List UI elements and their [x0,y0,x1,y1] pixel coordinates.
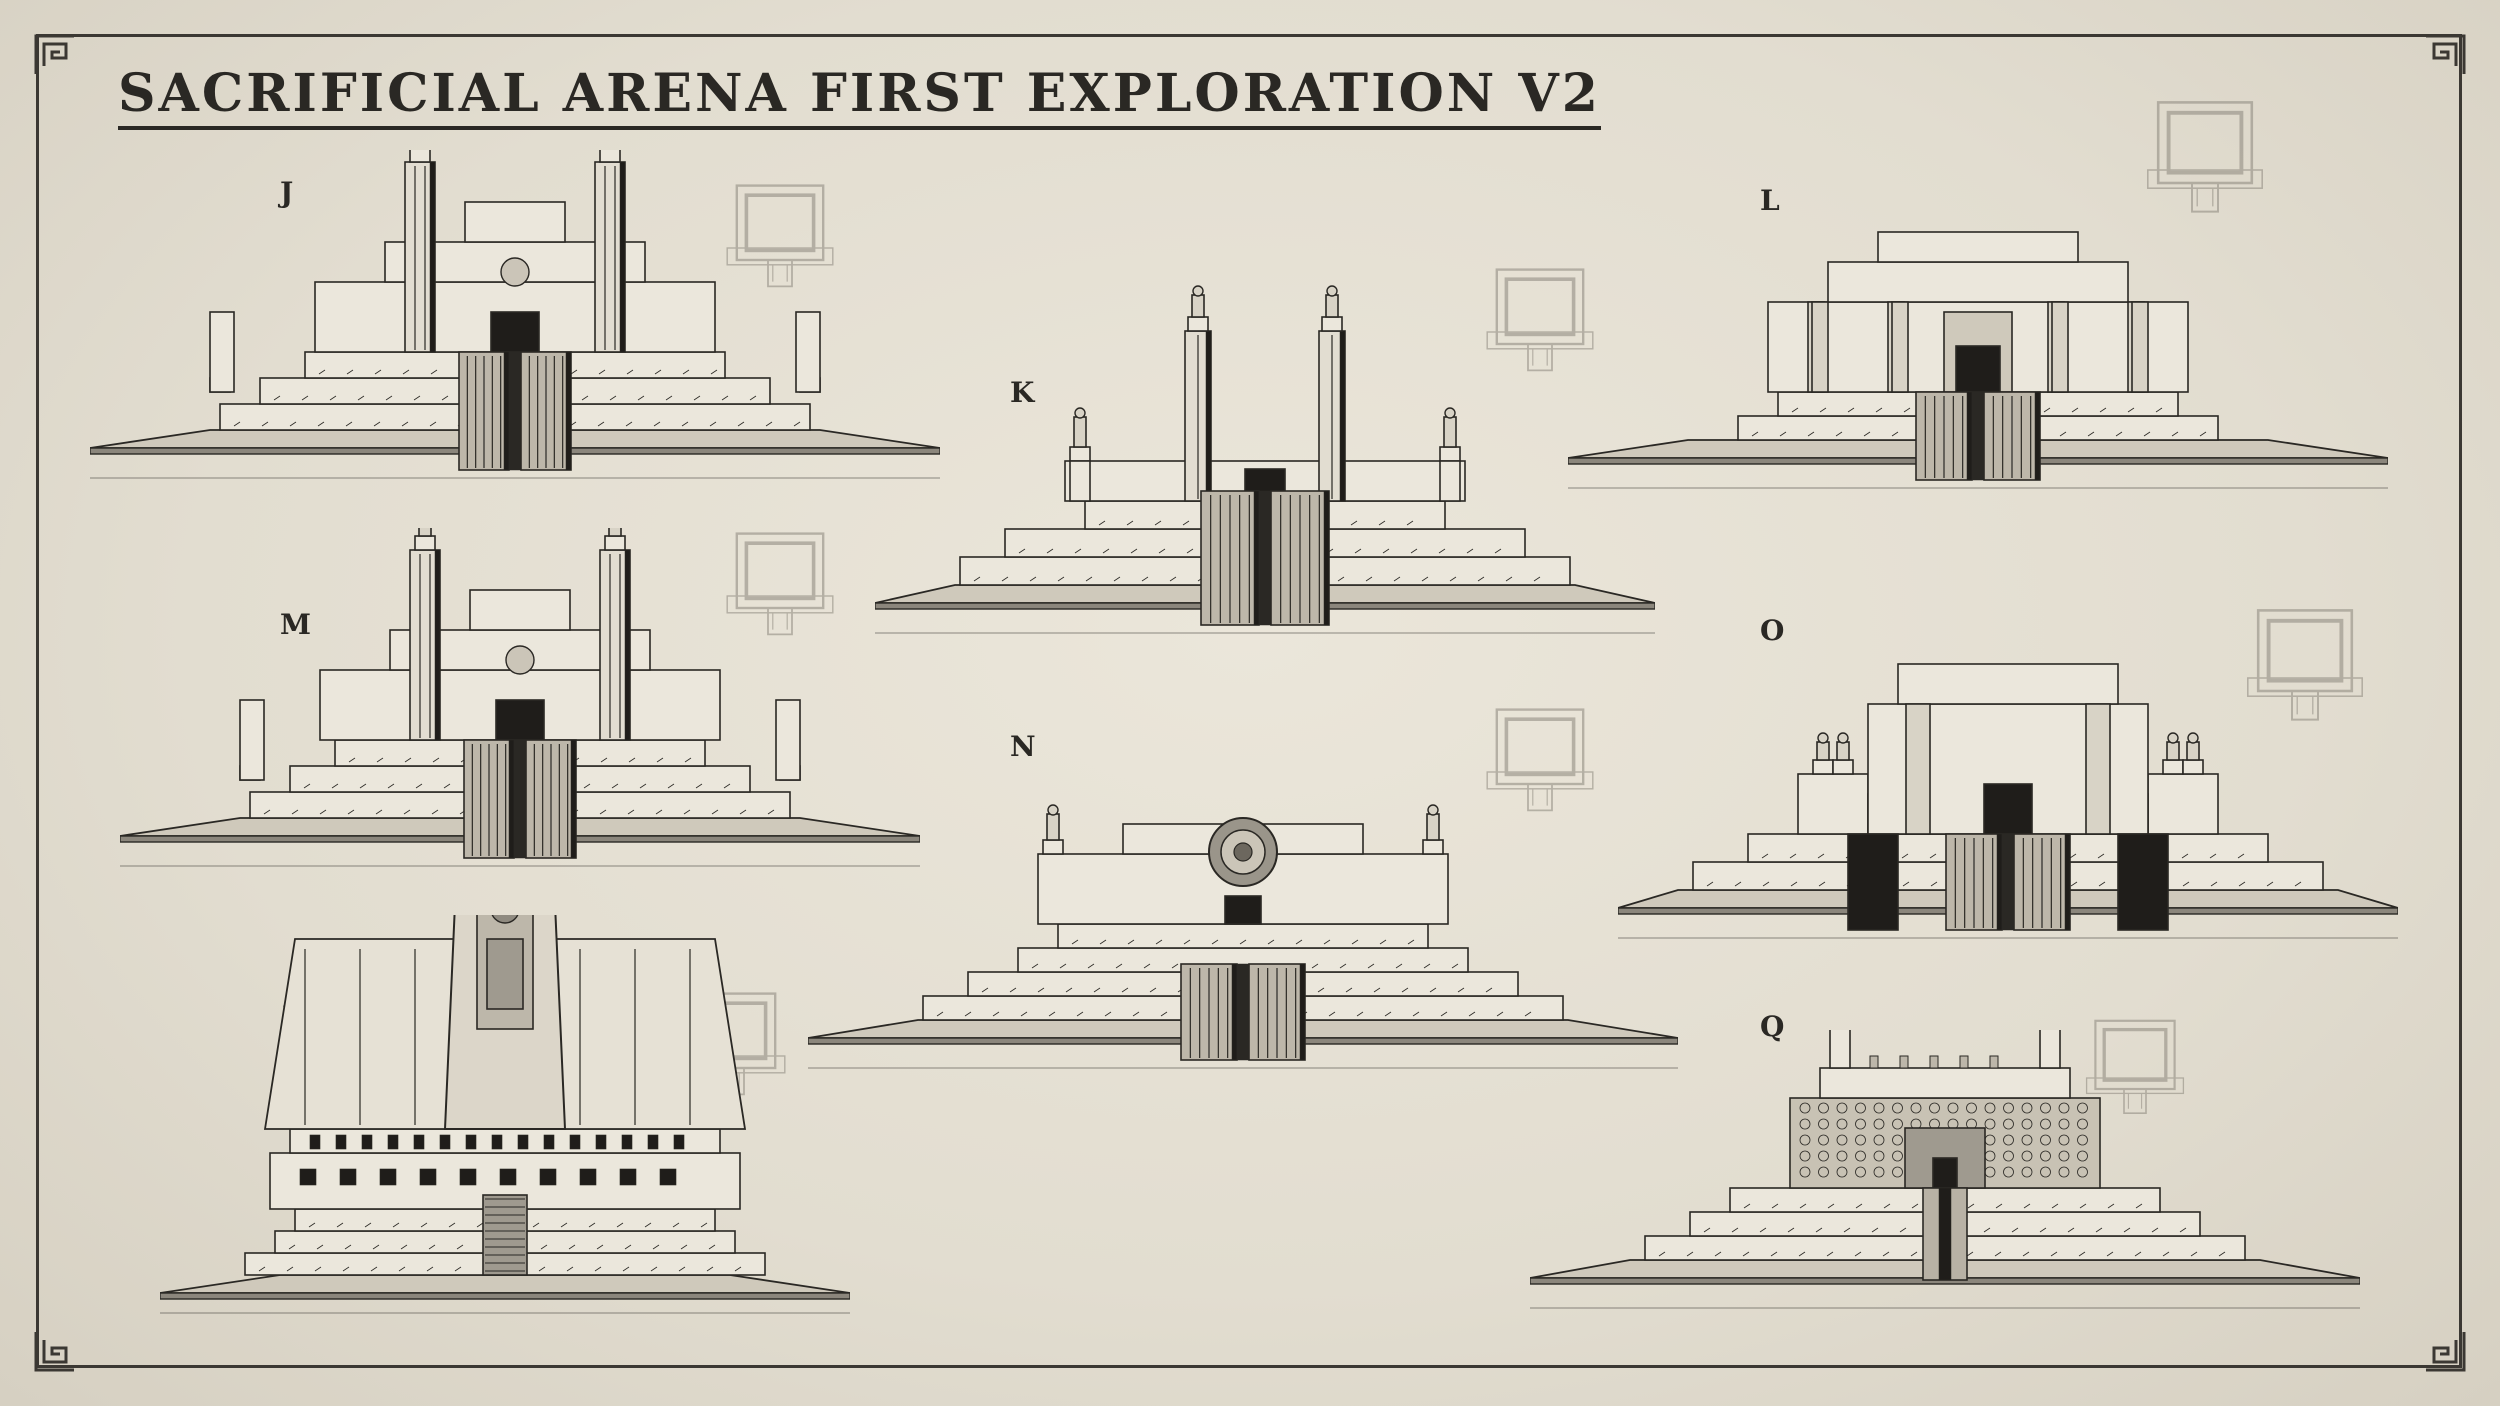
variant-label-n: N [1010,730,1036,763]
variant-label-o: O [1760,614,1785,647]
elevation-drawing-j [90,150,940,479]
floor-plan-thumbnail [726,532,834,636]
corner-ornament-bottom-right [2426,1332,2466,1372]
floor-plan-thumbnail [2247,609,2363,721]
elevation-drawing-k [875,285,1655,634]
variant-label-q: Q [1760,1010,1785,1043]
variant-label-k: K [1010,376,1035,409]
elevation-drawing-q [1530,1030,2360,1309]
floor-plan-thumbnail [726,184,834,288]
sheet-title: SACRIFICIAL ARENA FIRST EXPLORATION V2 [118,62,1601,130]
floor-plan-thumbnail [1486,268,1594,372]
floor-plan-thumbnail [1486,708,1594,812]
elevation-drawing-o [1618,663,2398,939]
corner-ornament-bottom-left [34,1332,74,1372]
floor-plan-thumbnail [2085,1019,2185,1115]
elevation-drawing-m [120,528,920,867]
elevation-drawing-p [160,915,850,1314]
sheet-border [36,34,2462,1368]
variant-label-j: J [280,176,294,209]
variant-label-l: L [1760,184,1780,217]
floor-plan-thumbnail [2147,101,2263,213]
corner-ornament-top-left [34,34,74,74]
variant-label-m: M [280,608,311,641]
elevation-drawing-n [808,804,1678,1069]
corner-ornament-top-right [2426,34,2466,74]
elevation-drawing-l [1568,231,2388,489]
